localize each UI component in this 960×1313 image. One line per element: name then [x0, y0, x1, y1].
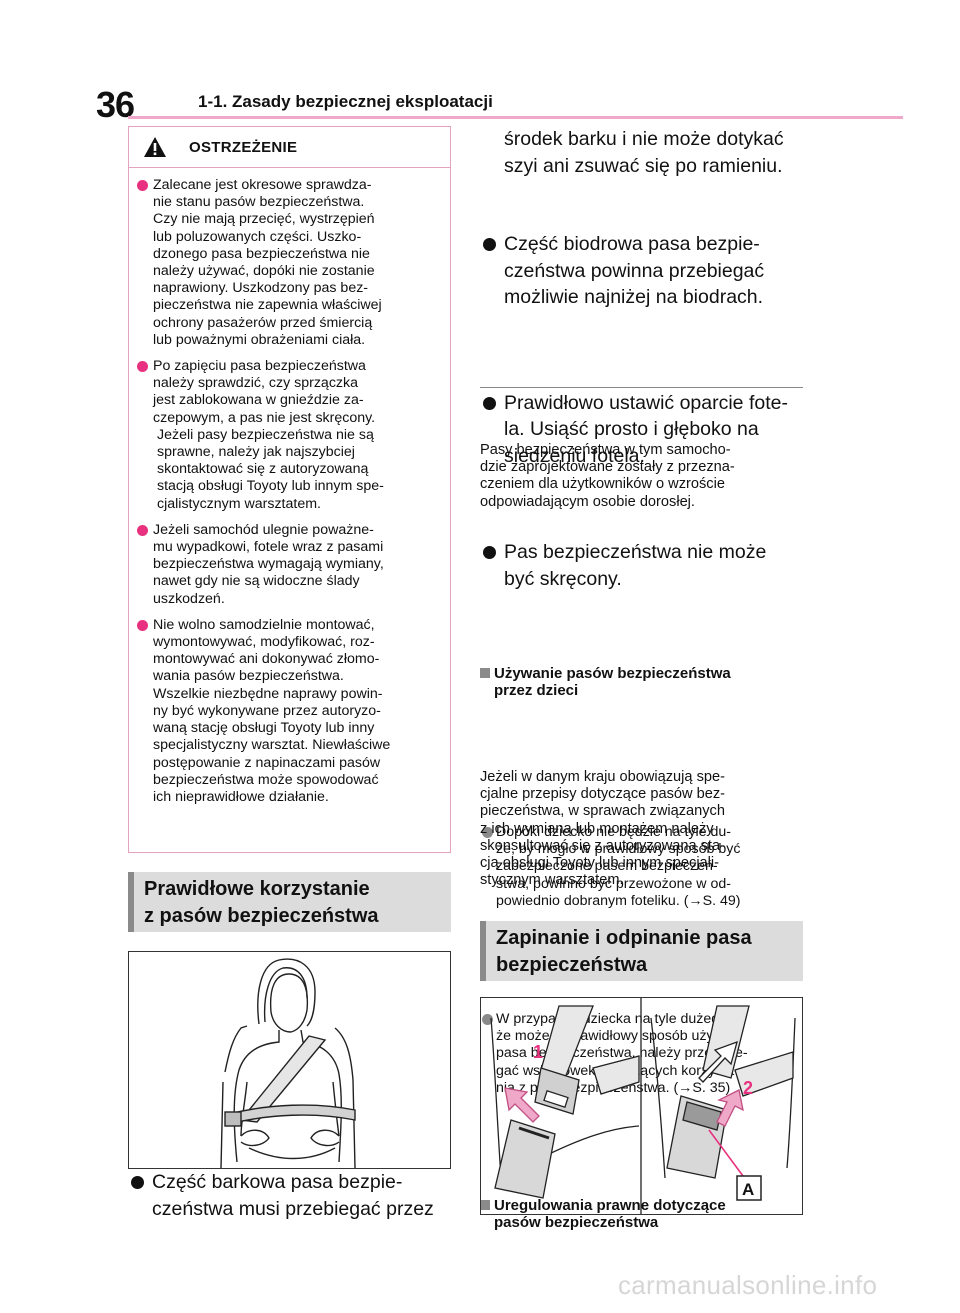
bullet-dot-icon [483, 396, 496, 410]
bullet-dot-icon [482, 827, 493, 838]
bullet-dot-icon [137, 619, 148, 631]
bullet-dot-icon [131, 1176, 144, 1189]
seatbelt-posture-illustration [128, 951, 451, 1169]
page-reference-link[interactable]: powiednio dobranym foteliku. (→S. 49) [496, 892, 741, 909]
bullet-dot-icon [483, 238, 496, 251]
divider [480, 387, 803, 388]
section-heading-proper-use: Prawidłowe korzystanie z pasów bezpiecze… [128, 872, 451, 932]
page-number: 36 [96, 84, 135, 125]
chapter-title: 1-1. Zasady bezpiecznej eksploatacji [198, 92, 493, 111]
children-bullet: Dopóki dziecko nie będzie na tyle du- że… [480, 824, 819, 910]
section-heading-fasten: Zapinanie i odpinanie pasa bezpieczeństw… [480, 921, 803, 981]
step-1-label: 1 [533, 1042, 543, 1062]
warning-body: Zalecane jest okresowe sprawdza- nie sta… [137, 177, 445, 815]
bullet-dot-icon [137, 524, 148, 536]
warning-item: Zalecane jest okresowe sprawdza- nie sta… [137, 177, 445, 349]
proper-use-bullet: Pas bezpieczeństwa nie może być skręcony… [480, 539, 827, 592]
proper-use-bullet-continued: środek barku i nie może dotykać szyi ani… [504, 128, 784, 177]
callout-a-label: A [742, 1180, 754, 1199]
header-rule [128, 116, 903, 119]
proper-use-bullet: Prawidłowo ustawić oparcie fote- la. Usi… [480, 390, 827, 470]
warning-box: OSTRZEŻENIE Zalecane jest okresowe spraw… [128, 126, 451, 853]
bullet-dot-icon [137, 361, 148, 373]
warning-header: OSTRZEŻENIE [129, 127, 450, 168]
proper-use-bullet: Część barkowa pasa bezpie- czeństwa musi… [128, 1169, 475, 1222]
subheading-regulations: Uregulowania prawne dotyczące pasów bezp… [480, 1197, 817, 1231]
regulations-paragraph: Jeżeli w danym kraju obowiązują spe- cja… [480, 769, 725, 889]
bullet-dot-icon [137, 180, 148, 191]
proper-use-bullet: Część biodrowa pasa bezpie- czeństwa pow… [480, 231, 827, 311]
children-paragraph: Pasy bezpieczeństwa w tym samocho- dzie … [480, 442, 735, 510]
subheading-children: Używanie pasów bezpieczeństwa przez dzie… [480, 665, 817, 699]
bullet-dot-icon [482, 1014, 493, 1026]
warning-title: OSTRZEŻENIE [189, 139, 298, 156]
buckle-fastening-illustration: 1 2 A [480, 997, 803, 1215]
bullet-dot-icon [483, 546, 496, 559]
square-bullet-icon [480, 1200, 490, 1211]
square-bullet-icon [480, 668, 490, 678]
step-2-label: 2 [743, 1078, 753, 1098]
warning-item: Jeżeli samochód ulegnie poważne- mu wypa… [137, 522, 445, 608]
warning-item: Po zapięciu pasa bezpieczeństwa należy s… [137, 358, 445, 513]
warning-item: Nie wolno samodzielnie montować, wymonto… [137, 617, 445, 806]
watermark: carmanualsonline.info [618, 1270, 878, 1300]
warning-triangle-icon [144, 137, 166, 157]
